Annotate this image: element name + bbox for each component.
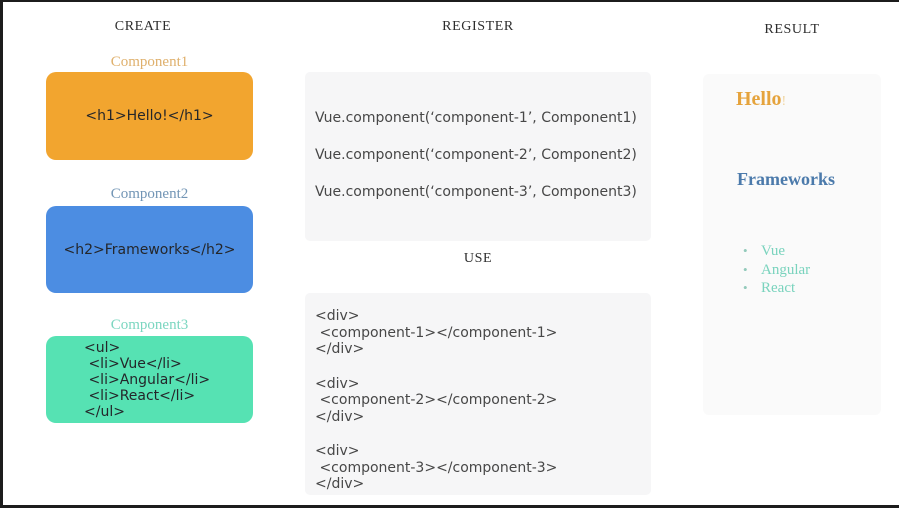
result-preview-panel: Hello! Frameworks • Vue • Angular • React [703, 74, 881, 415]
list-item: • Vue [743, 242, 881, 261]
component1-code: <h1>Hello!</h1> [85, 108, 214, 124]
bullet-icon: • [743, 261, 748, 277]
register-line-1: Vue.component(‘component-1’, Component1) [315, 110, 637, 126]
component1-box: <h1>Hello!</h1> [46, 72, 253, 160]
use-block-1: <div> <component-1></component-1> </div> [315, 308, 558, 357]
use-section-header: USE [463, 251, 493, 266]
component3-label: Component3 [110, 317, 189, 333]
use-block-2: <div> <component-2></component-2> </div> [315, 375, 558, 425]
register-code-panel: Vue.component(‘component-1’, Component1)… [305, 72, 651, 241]
list-item-label: Angular [761, 261, 811, 278]
list-item: • Angular [743, 261, 881, 280]
list-item: • React [743, 279, 881, 298]
register-line-3: Vue.component(‘component-3’, Component3) [315, 184, 637, 200]
register-column-header: REGISTER [442, 19, 514, 34]
component2-code: <h2>Frameworks</h2> [63, 241, 236, 258]
component3-code: <ul> <li>Vue</li> <li>Angular</li> <li>R… [84, 339, 211, 420]
bullet-icon: • [743, 243, 748, 258]
component1-label: Component1 [110, 54, 189, 70]
result-framework-list: • Vue • Angular • React [743, 242, 881, 298]
bullet-icon: • [743, 280, 748, 295]
result-frameworks-heading: Frameworks [737, 169, 835, 189]
result-hello-exclamation: ! [781, 94, 787, 109]
register-line-2: Vue.component(‘component-2’, Component2) [315, 147, 637, 163]
component2-label: Component2 [110, 186, 189, 202]
result-column-header: RESULT [764, 22, 820, 37]
result-hello-heading: Hello! [736, 88, 881, 111]
component3-box: <ul> <li>Vue</li> <li>Angular</li> <li>R… [46, 336, 253, 423]
component2-box: <h2>Frameworks</h2> [46, 206, 253, 293]
result-hello-text: Hello [736, 88, 782, 110]
create-column-header: CREATE [114, 19, 172, 34]
list-item-label: Vue [761, 243, 786, 259]
use-code-panel: <div> <component-1></component-1> </div>… [305, 293, 651, 495]
list-item-label: React [761, 280, 796, 296]
use-block-3: <div> <component-3></component-3> </div> [315, 443, 558, 492]
